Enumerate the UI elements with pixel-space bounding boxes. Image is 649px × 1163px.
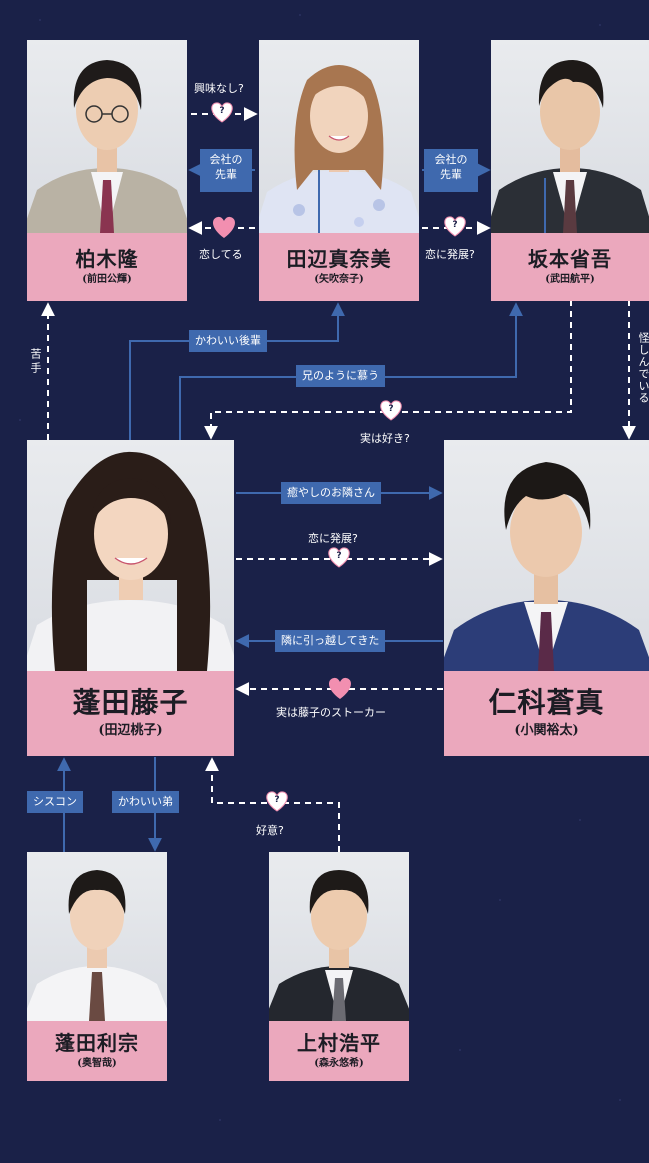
character-name: 仁科蒼真 <box>488 686 605 720</box>
actor-name: (田辺桃子) <box>98 723 163 739</box>
nameplate-kashiwagi: 柏木隆 (前田公輝) <box>27 233 187 301</box>
nameplate-kamimura: 上村浩平 (森永悠希) <box>269 1021 409 1081</box>
nameplate-toshimune: 蓬田利宗 (奥智哉) <box>27 1021 167 1081</box>
actor-name: (小関裕太) <box>514 723 579 739</box>
card-kamimura: 上村浩平 (森永悠希) <box>269 852 409 1081</box>
svg-text:?: ? <box>219 106 224 116</box>
heart-question-icon: ? <box>380 400 402 421</box>
tag-iyashi: 癒やしのお隣さん <box>281 482 381 504</box>
label-jitsu-suki: 実は好き? <box>360 432 410 445</box>
label-koishiteru: 恋してる <box>199 248 243 261</box>
label-koi-hatten-top: 恋に発展? <box>425 248 475 261</box>
character-name: 田辺真奈美 <box>286 247 392 271</box>
actor-name: (矢吹奈子) <box>314 274 364 285</box>
nameplate-nishina: 仁科蒼真 (小関裕太) <box>444 671 649 756</box>
heart-question-icon: ? <box>266 791 288 812</box>
label-koui: 好意? <box>256 824 284 837</box>
card-toshimune: 蓬田利宗 (奥智哉) <box>27 852 167 1081</box>
actor-name: (奥智哉) <box>77 1058 117 1069</box>
nameplate-tanabe: 田辺真奈美 (矢吹奈子) <box>259 233 419 301</box>
label-koi-hatten-mid: 恋に発展? <box>308 532 358 545</box>
portrait-tanabe <box>259 40 419 233</box>
heart-icon <box>213 216 235 238</box>
tag-tonari-hikkoshi: 隣に引っ越してきた <box>275 630 386 652</box>
character-name: 蓬田藤子 <box>72 686 189 720</box>
character-name: 柏木隆 <box>75 247 139 271</box>
portrait-nishina <box>444 440 649 671</box>
card-kashiwagi: 柏木隆 (前田公輝) <box>27 40 187 301</box>
portrait-toshimune <box>27 852 167 1021</box>
svg-text:?: ? <box>388 404 393 414</box>
portrait-sakamoto <box>491 40 649 233</box>
character-name: 上村浩平 <box>297 1031 381 1055</box>
tag-kawaii-kohai: かわいい後輩 <box>189 330 267 352</box>
tag-ani-no-you: 兄のように慕う <box>296 365 385 387</box>
character-name: 坂本省吾 <box>528 247 612 271</box>
card-tanabe: 田辺真奈美 (矢吹奈子) <box>259 40 419 301</box>
svg-text:?: ? <box>336 551 341 561</box>
actor-name: (森永悠希) <box>314 1058 364 1069</box>
heart-icon <box>329 677 351 699</box>
card-nishina: 仁科蒼真 (小関裕太) <box>444 440 649 756</box>
portrait-kamimura <box>269 852 409 1021</box>
svg-text:?: ? <box>274 795 279 805</box>
nameplate-sakamoto: 坂本省吾 (武田航平) <box>491 233 649 301</box>
label-stalker: 実は藤子のストーカー <box>276 706 386 719</box>
tag-senpai-right: 会社の 先輩 <box>424 149 478 192</box>
actor-name: (前田公輝) <box>82 274 132 285</box>
character-name: 蓬田利宗 <box>55 1031 139 1055</box>
portrait-kashiwagi <box>27 40 187 233</box>
nameplate-tokoko: 蓬田藤子 (田辺桃子) <box>27 671 234 756</box>
tag-senpai-left: 会社の 先輩 <box>200 149 252 192</box>
actor-name: (武田航平) <box>545 274 595 285</box>
tag-kawaii-otouto: かわいい弟 <box>112 791 179 813</box>
card-sakamoto: 坂本省吾 (武田航平) <box>491 40 649 301</box>
tag-siscon: シスコン <box>27 791 83 813</box>
label-nigate: 苦手 <box>29 348 42 376</box>
label-ayashinde: 怪しんでいる <box>637 332 649 404</box>
heart-question-icon: ? <box>211 102 233 123</box>
svg-text:?: ? <box>452 220 457 230</box>
heart-question-icon: ? <box>328 547 350 568</box>
portrait-tokoko <box>27 440 234 671</box>
background-texture <box>19 14 621 1121</box>
card-tokoko: 蓬田藤子 (田辺桃子) <box>27 440 234 756</box>
heart-question-icon: ? <box>444 216 466 237</box>
label-kyomi-nashi: 興味なし? <box>194 82 244 95</box>
